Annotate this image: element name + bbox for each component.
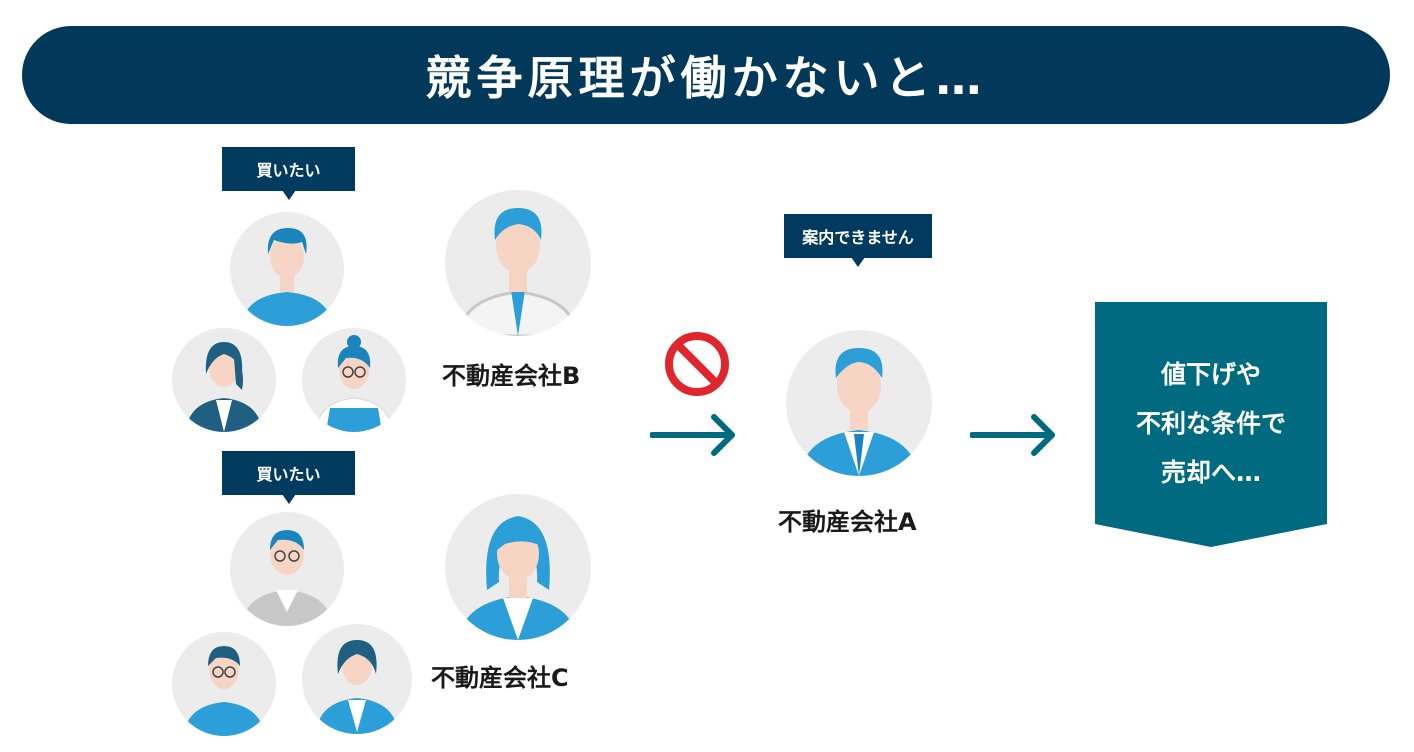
agency-a-label: 不動産会社A — [778, 508, 917, 536]
bubble-label: 買いたい — [256, 465, 321, 484]
no-entry-icon — [665, 332, 729, 396]
agency-b-avatar — [445, 190, 591, 336]
bubble-label: 買いたい — [256, 161, 321, 180]
buyer-senior-woman-avatar — [302, 328, 406, 432]
arrow-right-icon — [650, 414, 735, 456]
speech-bubble-buyers-top: 買いたい — [222, 147, 355, 200]
result-line-1: 値下げや — [1160, 360, 1261, 389]
result-line-3: 売却へ… — [1160, 458, 1261, 487]
agency-c-label: 不動産会社C — [431, 664, 569, 692]
arrow-right-icon — [970, 414, 1055, 456]
speech-bubble-buyers-bottom: 買いたい — [222, 451, 355, 504]
header-banner: 競争原理が働かないと… — [22, 26, 1390, 124]
buyer-woman-avatar — [172, 328, 276, 432]
agency-b-label: 不動産会社B — [442, 362, 581, 390]
result-box — [1095, 302, 1327, 547]
bubble-label: 案内できません — [802, 228, 914, 247]
buyer-woman-suit-avatar — [302, 624, 412, 734]
agency-a-avatar — [786, 330, 932, 476]
agency-c-avatar — [445, 494, 591, 640]
result-line-2: 不利な条件で — [1135, 409, 1286, 438]
speech-bubble-agency-a: 案内できません — [784, 214, 932, 267]
page-title: 競争原理が働かないと… — [425, 51, 987, 105]
buyer-young-man-avatar — [172, 632, 276, 736]
result-text: 値下げや 不利な条件で 売却へ… — [1095, 350, 1327, 497]
buyer-senior-man-avatar — [230, 512, 344, 626]
buyer-man-avatar — [230, 212, 344, 326]
